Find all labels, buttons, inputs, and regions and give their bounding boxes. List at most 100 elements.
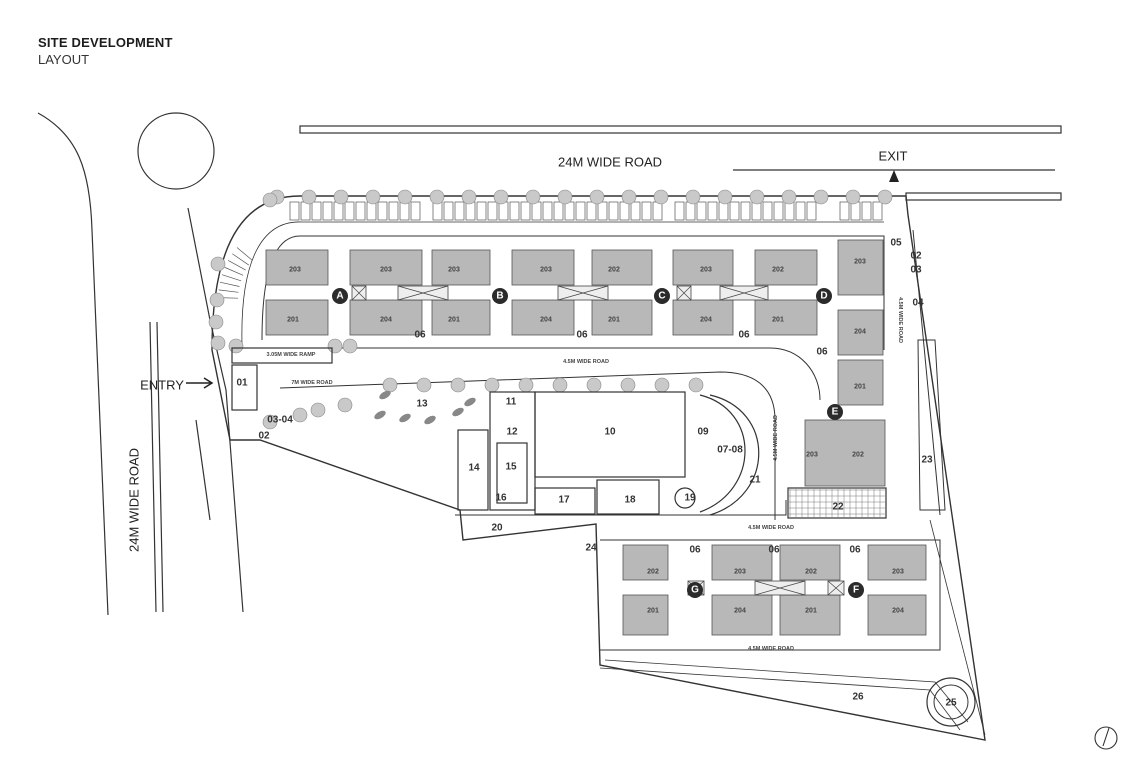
building-block bbox=[622, 544, 669, 581]
unit-label: 204 bbox=[380, 317, 392, 324]
tree-icon bbox=[557, 189, 573, 205]
tower-tag-label: B bbox=[496, 291, 503, 302]
building-block bbox=[672, 249, 734, 286]
parking-stall-curve bbox=[228, 260, 246, 271]
tree-icon bbox=[365, 189, 381, 205]
ramp-label: 3.05M WIDE RAMP bbox=[267, 352, 316, 358]
building-block bbox=[867, 594, 927, 636]
parking-stall bbox=[399, 201, 410, 221]
parking-stall bbox=[487, 201, 498, 221]
parking-stall bbox=[300, 201, 311, 221]
tower-tag-label: E bbox=[832, 407, 839, 418]
internal-road-top-edge bbox=[232, 347, 821, 401]
unit-label: 201 bbox=[854, 384, 866, 391]
building-block bbox=[431, 299, 491, 336]
tree-icon bbox=[333, 189, 349, 205]
core-cross bbox=[557, 285, 609, 301]
unit-label: 201 bbox=[805, 608, 817, 615]
tree-icon bbox=[552, 377, 568, 393]
building-block bbox=[265, 249, 329, 286]
label-11: 11 bbox=[506, 397, 517, 408]
north-road-band-east bbox=[905, 192, 1062, 201]
label-03-east: 03 bbox=[910, 265, 922, 276]
tree-icon bbox=[397, 189, 413, 205]
parking-stall bbox=[806, 201, 817, 221]
core-cross bbox=[397, 285, 449, 301]
amenity-07-08-arc bbox=[699, 394, 746, 513]
north-road-label: 24M WIDE ROAD bbox=[558, 155, 662, 170]
label-12: 12 bbox=[506, 427, 518, 438]
parking-stall bbox=[377, 201, 388, 221]
building-block bbox=[591, 249, 653, 286]
tree-icon bbox=[292, 407, 308, 423]
core-cross bbox=[676, 285, 692, 301]
tree-icon bbox=[342, 338, 358, 354]
tower-tag bbox=[827, 404, 843, 420]
landscape-edge-east bbox=[929, 519, 986, 736]
label-06-e: 06 bbox=[689, 545, 701, 556]
core-cross bbox=[719, 285, 769, 301]
tree-icon bbox=[749, 189, 765, 205]
unit-label: 203 bbox=[806, 452, 818, 459]
unit-label: 201 bbox=[287, 317, 299, 324]
core-cross bbox=[754, 580, 806, 596]
unit-label: 201 bbox=[772, 317, 784, 324]
core-cross bbox=[351, 285, 367, 301]
tower-tag-label: C bbox=[658, 291, 665, 302]
parking-stall-curve bbox=[232, 253, 249, 266]
unit-label: 203 bbox=[289, 267, 301, 274]
building-block bbox=[349, 299, 423, 336]
buildings: 2032012032042032012032042022012032042022… bbox=[265, 239, 927, 636]
tower-tag bbox=[687, 582, 703, 598]
internal-road-top-label: 4.5M WIDE ROAD bbox=[563, 359, 609, 365]
amenity-19 bbox=[674, 487, 696, 509]
building-block bbox=[349, 249, 423, 286]
parking-stall bbox=[674, 201, 685, 221]
building-block bbox=[711, 544, 773, 581]
parking-stall bbox=[410, 201, 421, 221]
tower-tag-label: G bbox=[691, 585, 699, 596]
parking-stall bbox=[861, 201, 872, 221]
tree-icon bbox=[813, 189, 829, 205]
tree-icon bbox=[429, 189, 445, 205]
shrub-icon bbox=[379, 390, 391, 400]
parking-stall bbox=[432, 201, 443, 221]
unit-label: 202 bbox=[608, 267, 620, 274]
parking-stall bbox=[872, 201, 883, 221]
tower-tag bbox=[492, 288, 508, 304]
tower-tag bbox=[848, 582, 864, 598]
building-block bbox=[511, 249, 575, 286]
unit-label: 204 bbox=[540, 317, 552, 324]
parking-stall bbox=[553, 201, 564, 221]
parking-stall bbox=[608, 201, 619, 221]
parking-stall bbox=[839, 201, 850, 221]
tree-icon bbox=[210, 256, 226, 272]
building-block bbox=[511, 299, 575, 336]
unit-label: 204 bbox=[892, 608, 904, 615]
tree-icon bbox=[717, 189, 733, 205]
west-road-median-left bbox=[149, 321, 157, 613]
tree-icon bbox=[621, 189, 637, 205]
parking-stall bbox=[751, 201, 762, 221]
unit-label: 204 bbox=[700, 317, 712, 324]
shrub-icon bbox=[464, 397, 476, 407]
parking-stall bbox=[311, 201, 322, 221]
north-road-band bbox=[299, 125, 1062, 134]
entry-label: ENTRY bbox=[140, 378, 184, 393]
label-06-f: 06 bbox=[768, 545, 780, 556]
parking-stall bbox=[773, 201, 784, 221]
parking-stall bbox=[762, 201, 773, 221]
unit-label: 203 bbox=[448, 267, 460, 274]
internal-road-mid-label: 4.5M WIDE ROAD bbox=[748, 525, 794, 531]
trees bbox=[208, 189, 893, 430]
label-15: 15 bbox=[505, 462, 517, 473]
amenity-bottom-edge bbox=[455, 500, 787, 516]
tree-icon bbox=[327, 338, 343, 354]
parking-stall bbox=[685, 201, 696, 221]
parking-stall bbox=[366, 201, 377, 221]
tree-icon bbox=[208, 314, 224, 330]
parking-stall bbox=[850, 201, 861, 221]
building-block bbox=[837, 309, 884, 356]
label-01: 01 bbox=[236, 378, 248, 389]
unit-label: 204 bbox=[734, 608, 746, 615]
